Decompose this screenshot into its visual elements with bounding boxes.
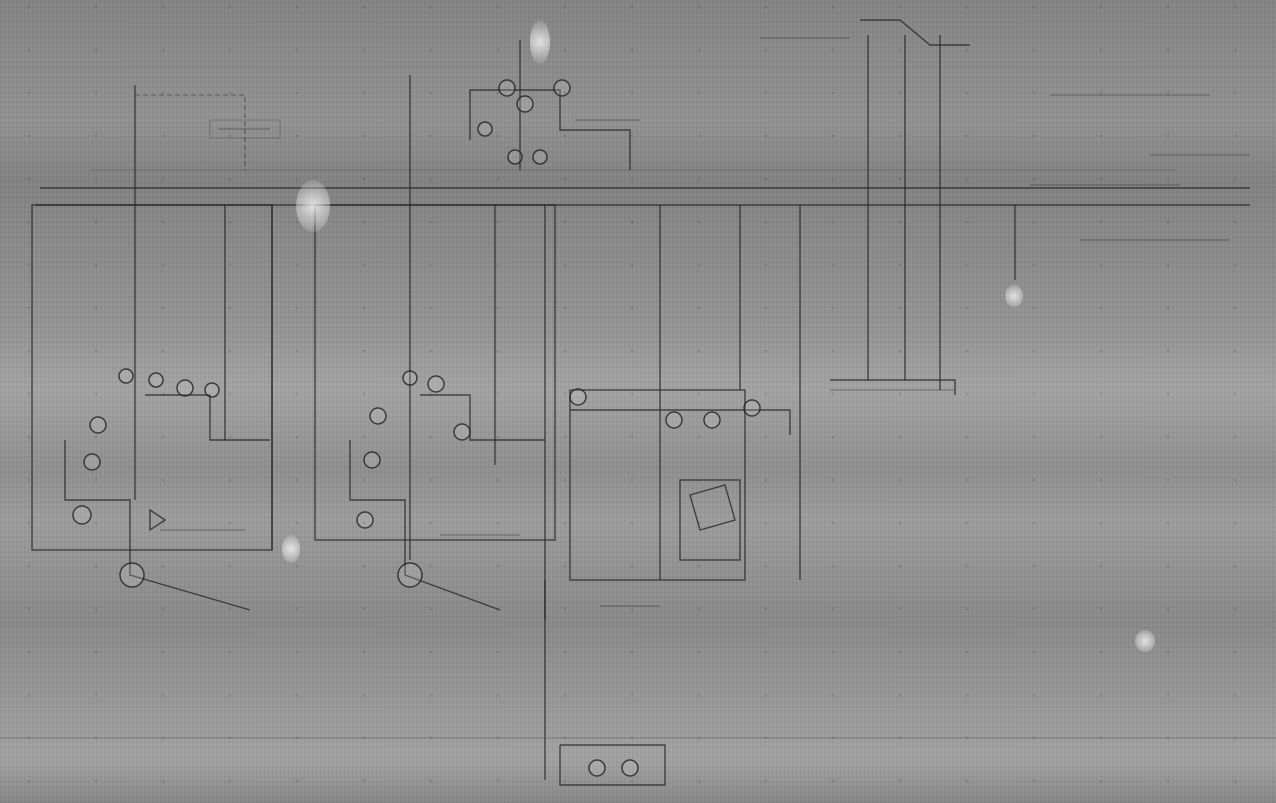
left-valve-symbol-7 — [119, 562, 145, 588]
top-center-valve-2 — [516, 95, 534, 113]
top-center-loop — [469, 89, 631, 170]
top-center-valve-4 — [477, 121, 493, 137]
bottom-equipment-valve-2 — [621, 759, 639, 777]
central-valve-1 — [569, 388, 587, 406]
left-valve-symbol-6 — [204, 382, 220, 398]
top-center-valve-1 — [498, 79, 516, 97]
left-return-path — [64, 440, 251, 611]
middle-left-return-path — [349, 440, 501, 611]
left-valve-symbol-1 — [89, 416, 107, 434]
middle-left-valve-symbol-3 — [402, 370, 418, 386]
central-valve-3 — [703, 411, 721, 429]
right-top-branch — [860, 19, 970, 46]
left-branch-path — [145, 394, 270, 441]
left-valve-symbol-5 — [176, 379, 194, 397]
central-inner-box — [679, 479, 741, 561]
left-valve-symbol-3 — [118, 368, 134, 384]
left-dashed-control — [135, 94, 246, 170]
middle-left-valve-symbol-7 — [356, 511, 374, 529]
central-process-box — [569, 389, 746, 581]
top-center-valve-3 — [553, 79, 571, 97]
right-horizontal-branch — [830, 379, 956, 395]
middle-left-valve-symbol-4 — [427, 375, 445, 393]
scattered-text-marks — [160, 184, 1230, 607]
left-valve-symbol-4 — [148, 372, 164, 388]
top-center-valve-6 — [532, 149, 548, 165]
middle-left-loop — [314, 204, 556, 541]
central-horizontal-path — [570, 409, 791, 435]
middle-left-valve-symbol-1 — [369, 407, 387, 425]
left-triangle-symbol — [149, 508, 167, 532]
left-valve-symbol-2 — [83, 453, 101, 471]
left-valve-symbol-8 — [72, 505, 92, 525]
middle-left-valve-symbol-2 — [363, 451, 381, 469]
bottom-equipment-box — [559, 744, 666, 786]
central-instrument-shape — [689, 484, 736, 531]
middle-left-branch-path — [420, 394, 545, 441]
central-valve-4 — [743, 399, 761, 417]
middle-left-valve-symbol-6 — [397, 562, 423, 588]
top-center-valve-5 — [507, 149, 523, 165]
bottom-equipment-valve-1 — [588, 759, 606, 777]
central-valve-2 — [665, 411, 683, 429]
middle-left-valve-symbol-5 — [453, 423, 471, 441]
left-label-box — [209, 119, 281, 139]
